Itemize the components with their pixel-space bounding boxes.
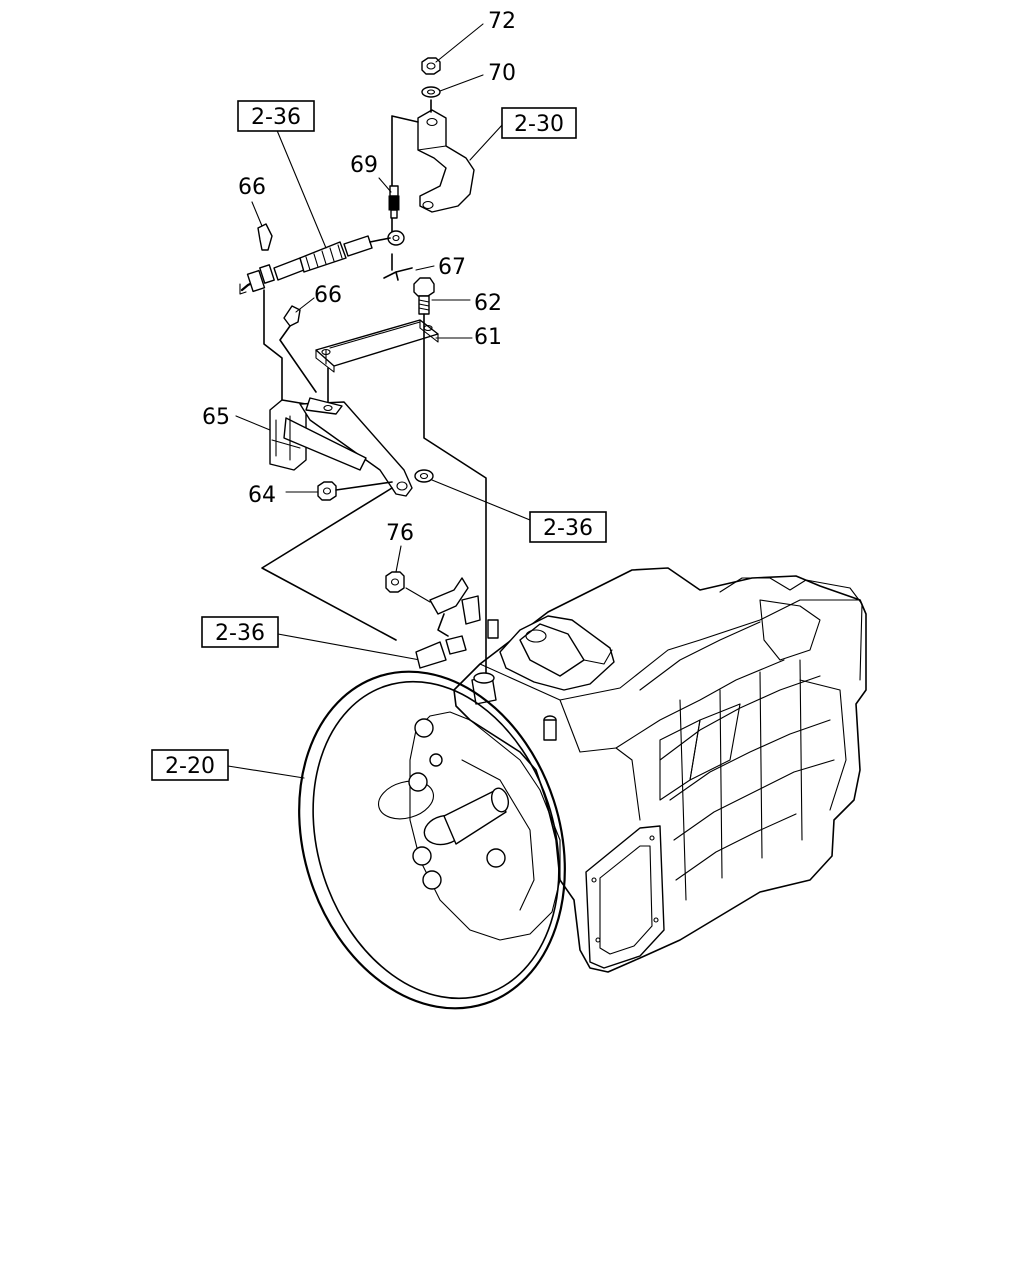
callout-67: 67	[438, 255, 466, 280]
stud-69	[388, 185, 400, 219]
leader-76	[395, 545, 402, 573]
leader-69	[378, 177, 392, 193]
ref-label-2-36-mid: 2-36	[543, 516, 593, 541]
leader-67	[415, 265, 435, 271]
callout-65: 65	[202, 405, 230, 430]
ref-box-2-36-mid: 2-36	[529, 511, 607, 543]
leader-66-upper	[251, 201, 263, 227]
leader-2-36-low	[277, 633, 421, 661]
leader-2-36-mid	[431, 479, 531, 521]
bracket-2-30	[417, 109, 475, 213]
ref-box-2-20: 2-20	[151, 749, 229, 781]
leader-2-36-top	[275, 127, 327, 249]
washer-70	[421, 86, 441, 98]
ref-box-2-36-low: 2-36	[201, 616, 279, 648]
ref-label-2-20: 2-20	[165, 754, 215, 779]
clip-66-upper	[257, 223, 273, 251]
plate-61	[315, 319, 439, 373]
ref-box-2-30: 2-30	[501, 107, 577, 139]
clip-66-lower	[283, 305, 301, 327]
axis-line-nut64	[335, 481, 393, 491]
axis-line-76	[405, 587, 431, 603]
ref-label-2-36-low: 2-36	[215, 621, 265, 646]
callout-72: 72	[488, 9, 516, 34]
callout-70: 70	[488, 61, 516, 86]
leader-65	[235, 415, 271, 431]
axis-line-clip	[279, 325, 317, 393]
nut-64	[317, 481, 337, 501]
axis-line-right	[423, 313, 487, 677]
leader-70	[439, 74, 484, 92]
ref-label-2-30: 2-30	[514, 112, 564, 137]
ref-label-2-36-top: 2-36	[251, 105, 301, 130]
input-shaft	[378, 780, 510, 846]
bracket-65	[269, 397, 413, 497]
housing-bolts	[408, 718, 506, 890]
transmission-case	[453, 567, 867, 973]
ref-box-2-36-top: 2-36	[237, 100, 315, 132]
leader-66-lower	[295, 297, 315, 313]
callout-62: 62	[474, 291, 502, 316]
nut-76	[385, 571, 405, 593]
axis-line-cable	[263, 289, 283, 401]
breather-plug	[471, 672, 557, 741]
callout-69: 69	[350, 153, 378, 178]
leader-2-30	[469, 123, 504, 161]
axis-line-lever	[261, 487, 397, 641]
clutch-housing-2-20	[298, 670, 566, 1010]
callout-66-lower: 66	[314, 283, 342, 308]
pto-cover	[585, 825, 665, 969]
leader-72	[435, 23, 484, 63]
shift-lever-joint	[415, 577, 499, 669]
bolt-62	[413, 277, 435, 315]
callout-66-upper: 66	[238, 175, 266, 200]
callout-61: 61	[474, 325, 502, 350]
callout-64: 64	[248, 483, 276, 508]
bushing	[414, 469, 434, 483]
callout-76: 76	[386, 521, 414, 546]
shift-cable	[239, 235, 391, 295]
leader-2-20	[227, 765, 305, 779]
cotter-pin-67	[383, 267, 413, 281]
